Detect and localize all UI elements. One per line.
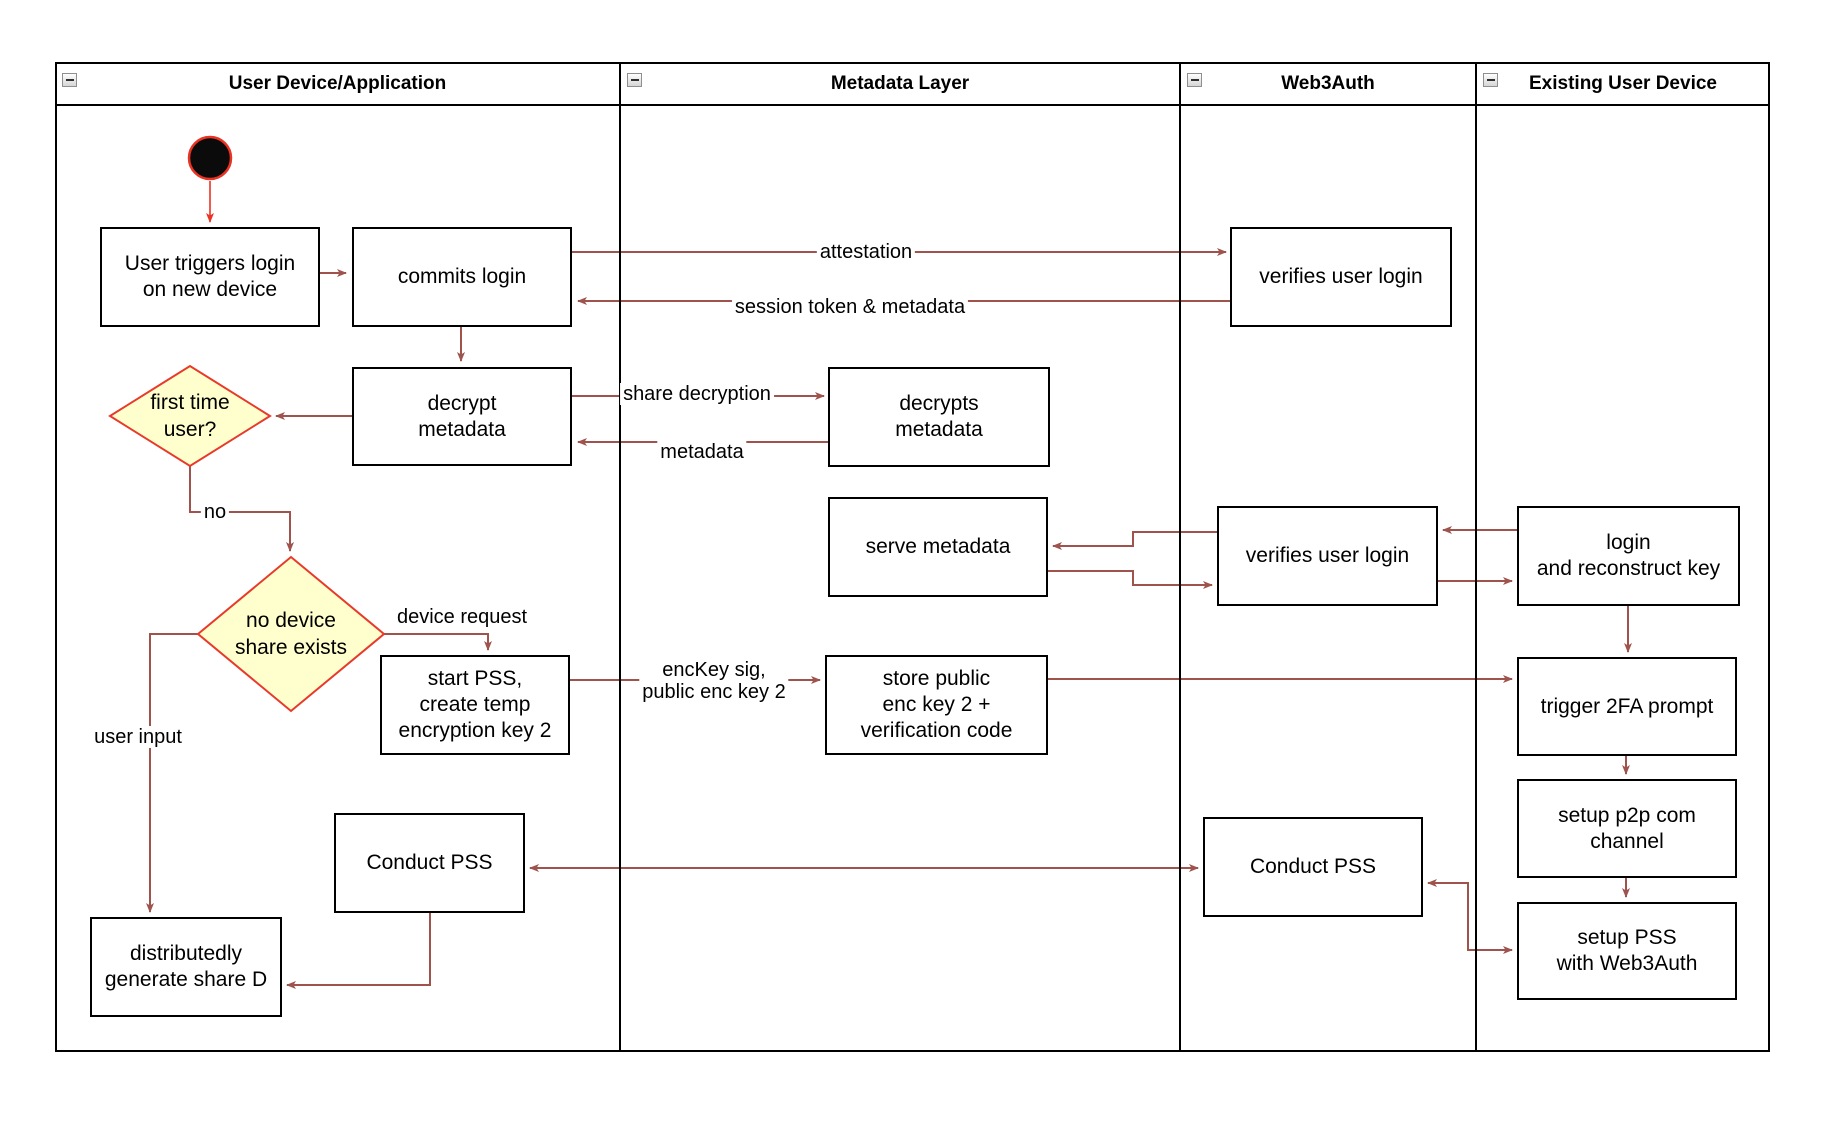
node-distributedly-generate-share[interactable]: distributedly generate share D [90, 917, 282, 1017]
node-commits-login[interactable]: commits login [352, 227, 572, 327]
lane-header-metadata-layer: Metadata Layer [620, 62, 1180, 105]
pool-frame [55, 62, 1770, 1052]
edge-conduct-to-distgen [286, 913, 431, 989]
edge-serve-to-verifies [1048, 570, 1213, 589]
node-first-time-user[interactable] [108, 364, 272, 468]
collapse-minus-icon[interactable] [62, 73, 77, 87]
node-verifies-user-login-top[interactable]: verifies user login [1230, 227, 1452, 327]
edge-user-input [146, 633, 198, 913]
node-decrypts-metadata[interactable]: decrypts metadata [828, 367, 1050, 467]
lane-title: Metadata Layer [830, 72, 970, 94]
node-login-and-reconstruct-key[interactable]: login and reconstruct key [1517, 506, 1740, 606]
header-divider [55, 104, 1770, 106]
label-no: no [200, 501, 230, 523]
lane-divider-3 [1475, 62, 1477, 1052]
lane-title: User Device/Application [228, 72, 447, 94]
label-enckey-sig: encKey sig, public enc key 2 [639, 659, 789, 703]
label-metadata: metadata [657, 441, 747, 463]
lane-header-existing-user-device: Existing User Device [1476, 62, 1770, 105]
node-setup-pss-web3auth[interactable]: setup PSS with Web3Auth [1517, 902, 1737, 1000]
node-trigger-2fa-prompt[interactable]: trigger 2FA prompt [1517, 657, 1737, 756]
label-device-request: device request [393, 606, 531, 628]
node-verifies-user-login-mid[interactable]: verifies user login [1217, 506, 1438, 606]
lane-divider-2 [1179, 62, 1181, 1052]
edge-device-request [384, 633, 492, 651]
edge-verifies-to-serve [1052, 531, 1217, 550]
lane-divider-1 [619, 62, 621, 1052]
label-share-decryption: share decryption [620, 383, 774, 405]
lane-title: Existing User Device [1529, 72, 1717, 94]
lane-header-web3auth: Web3Auth [1180, 62, 1476, 105]
node-serve-metadata[interactable]: serve metadata [828, 497, 1048, 597]
collapse-minus-icon[interactable] [1483, 73, 1498, 87]
collapse-minus-icon[interactable] [1187, 73, 1202, 87]
node-conduct-pss-user[interactable]: Conduct PSS [334, 813, 525, 913]
edge-no-branch [189, 466, 294, 552]
node-no-device-share-exists[interactable] [196, 555, 386, 713]
node-start-pss-create-key[interactable]: start PSS, create temp encryption key 2 [380, 655, 570, 755]
label-session-token: session token & metadata [731, 296, 969, 318]
node-setup-p2p-channel[interactable]: setup p2p com channel [1517, 779, 1737, 878]
edge-setuppss-conduct-link [1427, 879, 1513, 954]
node-decrypt-metadata[interactable]: decrypt metadata [352, 367, 572, 466]
lane-header-user-device: User Device/Application [55, 62, 620, 105]
node-first-time-user-label: first time user? [150, 391, 230, 441]
node-store-public-enc-key[interactable]: store public enc key 2 + verification co… [825, 655, 1048, 755]
node-conduct-pss-web3auth[interactable]: Conduct PSS [1203, 817, 1423, 917]
node-no-device-share-exists-label: no device share exists [234, 609, 348, 659]
node-user-triggers-login[interactable]: User triggers login on new device [100, 227, 320, 327]
label-user-input: user input [91, 726, 185, 748]
lane-title: Web3Auth [1281, 72, 1375, 94]
label-attestation: attestation [816, 241, 916, 263]
collapse-minus-icon[interactable] [627, 73, 642, 87]
node-start-node[interactable] [187, 135, 233, 181]
